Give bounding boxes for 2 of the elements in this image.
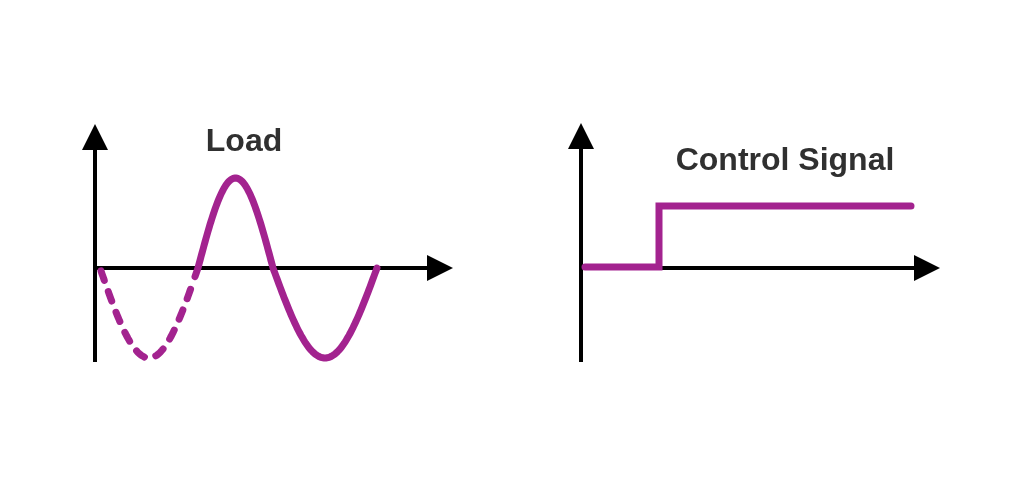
plot-label: Load: [205, 124, 283, 156]
plot-label: Control Signal: [675, 143, 895, 175]
